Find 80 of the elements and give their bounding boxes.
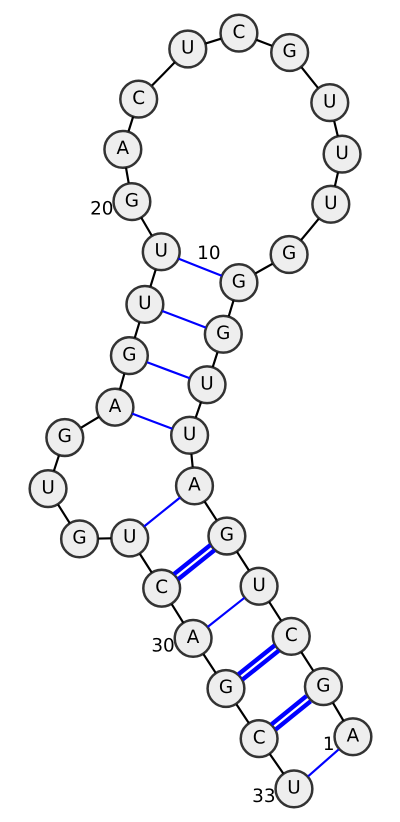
connector xyxy=(138,553,152,574)
connector xyxy=(235,551,250,571)
connector xyxy=(203,500,218,521)
connector xyxy=(142,496,180,528)
node-circle: U xyxy=(141,232,180,272)
node-label: 1 xyxy=(322,734,334,755)
node-circle: U xyxy=(124,284,164,324)
node-circle: G xyxy=(44,418,84,458)
connector xyxy=(194,402,202,418)
connector xyxy=(133,322,140,338)
connector xyxy=(98,537,111,540)
connector xyxy=(211,352,218,368)
node-circle: G xyxy=(203,314,242,354)
connector xyxy=(150,61,176,86)
node-circle: G xyxy=(268,234,308,274)
node-circle: U xyxy=(238,566,278,606)
node-circle: G xyxy=(109,336,149,376)
connector xyxy=(52,455,60,472)
connector xyxy=(332,702,344,722)
connector xyxy=(148,269,156,287)
node-circle: C xyxy=(218,14,258,53)
connector xyxy=(172,543,216,581)
node-circle: U xyxy=(310,83,349,122)
node-circle: A xyxy=(94,388,134,427)
connector xyxy=(124,167,130,184)
connector xyxy=(236,644,280,682)
connector xyxy=(131,412,172,430)
connector xyxy=(80,416,100,429)
node-circle: A xyxy=(172,618,212,658)
connector xyxy=(204,38,221,45)
node-circle: C xyxy=(239,719,278,758)
node-circle: U xyxy=(28,469,68,508)
connector xyxy=(270,694,312,732)
node-circle: U xyxy=(274,769,314,808)
connector xyxy=(178,258,222,277)
connector xyxy=(202,654,216,674)
node-circle: U xyxy=(110,518,149,558)
connector xyxy=(227,300,234,316)
connector xyxy=(300,651,314,672)
connector xyxy=(254,262,273,274)
node-circle: G xyxy=(59,519,99,558)
node-circle: C xyxy=(118,80,158,119)
connector xyxy=(206,596,245,628)
node-circle: G xyxy=(303,666,343,706)
connector xyxy=(300,218,320,241)
connector xyxy=(300,66,318,89)
node-circle: G xyxy=(270,32,309,72)
node-circle: G xyxy=(206,668,246,708)
node-circle: C xyxy=(271,616,310,656)
node-circle: G xyxy=(218,262,258,302)
node-circle: G xyxy=(112,182,152,222)
connector xyxy=(126,116,134,132)
node-label: 30 xyxy=(150,635,174,656)
connector xyxy=(333,172,339,186)
connector xyxy=(190,454,194,468)
node-circle: U xyxy=(310,184,350,224)
node-circle: U xyxy=(322,134,362,174)
connector xyxy=(140,216,152,236)
connector xyxy=(118,373,125,390)
node-label: 10 xyxy=(196,242,220,264)
connector xyxy=(256,38,272,47)
connector xyxy=(268,601,282,622)
connector xyxy=(146,361,190,380)
connector xyxy=(161,310,206,329)
node-circle: A xyxy=(174,466,214,506)
node-label: 20 xyxy=(90,198,114,220)
connector xyxy=(56,504,70,524)
node-circle: A xyxy=(332,717,372,756)
node-circle: G xyxy=(206,516,246,556)
connector xyxy=(235,704,250,724)
node-circle: U xyxy=(168,29,207,69)
node-label: 33 xyxy=(252,786,276,807)
node-circle: A xyxy=(102,130,142,169)
node-circle: U xyxy=(169,416,209,455)
connector xyxy=(332,120,338,136)
node-circle: U xyxy=(186,365,226,404)
node-circle: C xyxy=(142,568,181,608)
connector xyxy=(306,748,339,778)
connector xyxy=(170,604,184,624)
connector xyxy=(268,753,284,774)
